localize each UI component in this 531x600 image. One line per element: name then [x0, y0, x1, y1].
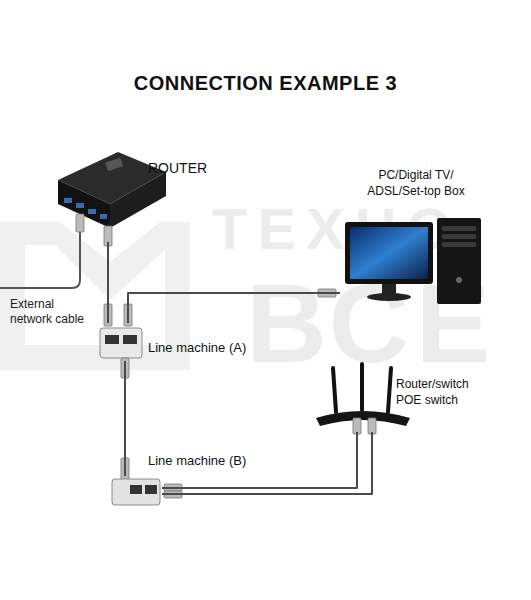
device-label: Line machine (B): [148, 453, 246, 469]
device-label: ROUTER: [148, 160, 207, 176]
network-cable: [107, 242, 109, 323]
coupler-illustration: [100, 304, 142, 378]
splitter-device: Line machine (B): [110, 476, 162, 508]
diagram-title: CONNECTION EXAMPLE 3: [0, 72, 531, 95]
coupler-device: Line machine (A): [100, 323, 142, 361]
device-label: Line machine (A): [148, 340, 246, 356]
cable-label: External network cable: [10, 297, 96, 327]
device-label: PC/Digital TV/ ADSL/Set-top Box: [360, 167, 472, 199]
device-label: Router/switch POE switch: [396, 376, 482, 408]
external-cable: [0, 214, 84, 288]
router-device: ROUTER: [55, 150, 167, 242]
switch-device: Router/switch POE switch: [313, 362, 413, 432]
pc-device: PC/Digital TV/ ADSL/Set-top Box: [340, 215, 485, 307]
network-cable: [124, 361, 126, 476]
